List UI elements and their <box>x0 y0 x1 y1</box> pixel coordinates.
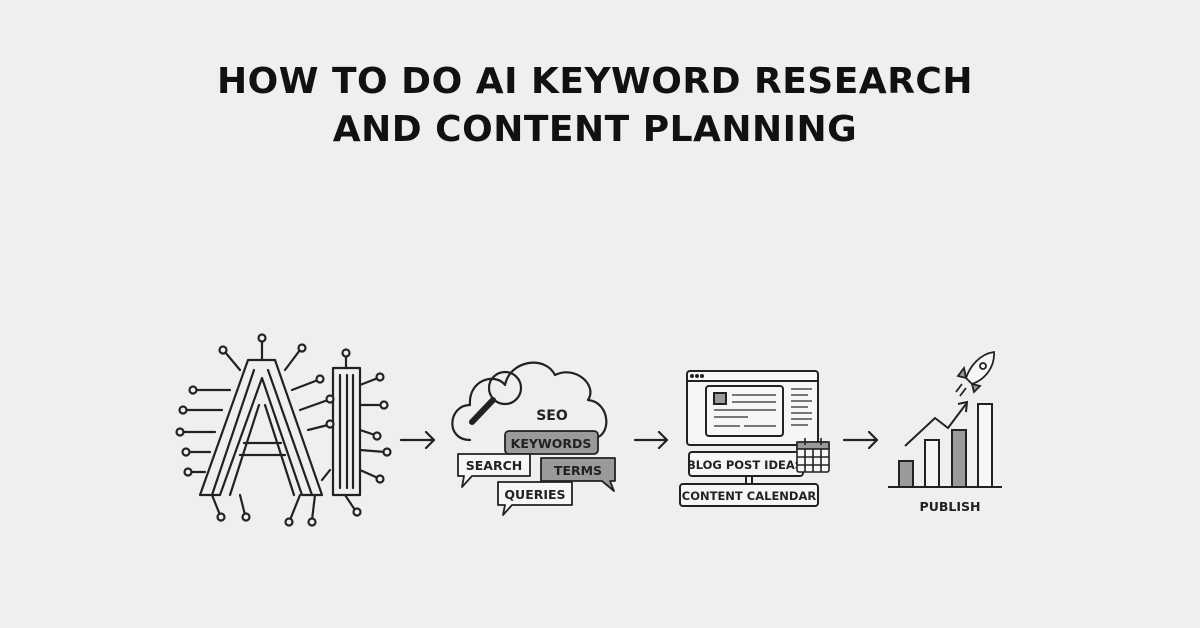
bubble-search: SEARCH <box>466 458 522 473</box>
arrow-icon <box>842 430 879 450</box>
bubble-queries: QUERIES <box>504 487 565 502</box>
content-calendar-label: CONTENT CALENDAR <box>682 489 817 503</box>
arrow-icon <box>633 430 669 450</box>
monitor-icon <box>679 370 819 507</box>
bubble-keywords: KEYWORDS <box>511 436 592 451</box>
calendar-icon <box>796 438 830 473</box>
blog-post-ideas-label: BLOG POST IDEAS <box>687 458 803 472</box>
growth-chart-icon <box>888 400 1002 488</box>
title-line-1: HOW TO DO AI KEYWORD RESEARCH <box>217 61 973 102</box>
rocket-icon <box>955 350 995 397</box>
cloud-icon <box>451 361 608 442</box>
title-line-2: AND CONTENT PLANNING <box>332 109 858 150</box>
arrow-icon <box>399 430 436 450</box>
page-title: HOW TO DO AI KEYWORD RESEARCH AND CONTEN… <box>0 58 1190 154</box>
magnifier-icon <box>469 370 523 425</box>
ai-circuit-icon <box>175 333 392 527</box>
publish-label: PUBLISH <box>920 499 981 514</box>
seo-label: SEO <box>536 408 568 424</box>
bubble-terms: TERMS <box>554 463 602 478</box>
